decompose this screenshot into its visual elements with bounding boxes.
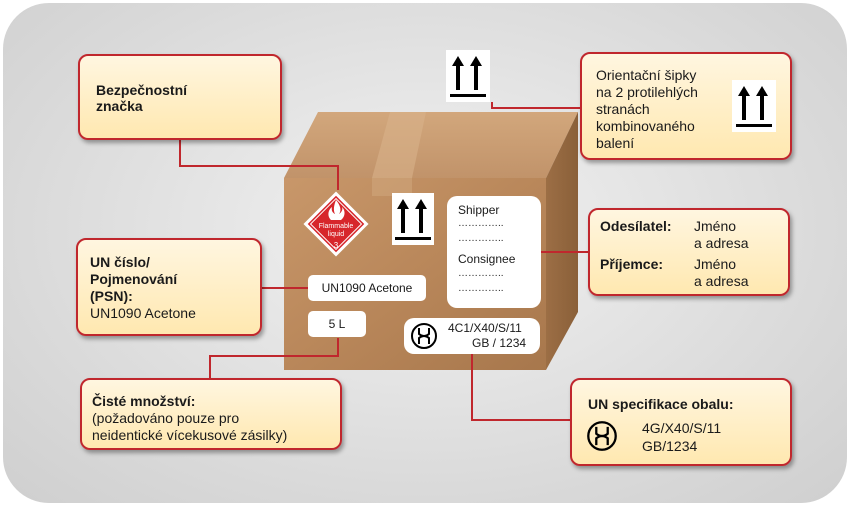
un-spec-line2: GB/1234 — [642, 438, 698, 454]
net-quantity-title: Čisté množství: — [92, 393, 196, 409]
consignee-text: Consignee — [458, 252, 516, 266]
up-arrows-icon — [392, 193, 434, 245]
callout-sender-recipient: Odesílatel: Jméno a adresa Příjemce: Jmé… — [588, 208, 790, 296]
un-title-line3: (PSN): — [90, 288, 133, 304]
shipper-dots-1: ………….. — [458, 218, 504, 229]
flame-icon — [328, 200, 345, 220]
connector-quantity — [209, 338, 339, 378]
recipient-label: Příjemce: — [600, 256, 664, 272]
consignee-dots-2: ………….. — [458, 283, 504, 294]
box-un-label: UN1090 Acetone — [308, 275, 426, 301]
box-top-face — [284, 112, 578, 178]
sender-value-line2: a adresa — [694, 235, 749, 251]
connector-safety — [179, 140, 339, 190]
callout-un-number: UN číslo/ Pojmenování (PSN): UN1090 Acet… — [76, 238, 262, 336]
recipient-value-line1: Jméno — [694, 256, 737, 272]
orientation-line4: kombinovaného — [596, 118, 695, 134]
net-quantity-line1: (požadováno pouze pro — [92, 410, 240, 426]
callout-net-quantity: Čisté množství: (požadováno pouze pro ne… — [80, 378, 342, 450]
up-arrows-icon — [732, 80, 776, 132]
un-title-line2: Pojmenování — [90, 271, 178, 287]
un-packaging-mark-icon — [587, 421, 617, 451]
shipper-text: Shipper — [458, 203, 500, 217]
orientation-line1: Orientační šipky — [596, 67, 697, 83]
sender-label: Odesílatel: — [600, 218, 672, 234]
callout-safety-mark: Bezpečnostní značka — [78, 54, 282, 140]
orientation-line5: balení — [596, 135, 635, 151]
callout-un-spec: UN specifikace obalu: 4G/X40/S/11 GB/123… — [570, 378, 792, 466]
hazard-box-class: 3 — [334, 241, 339, 250]
un-packaging-mark-icon — [411, 323, 437, 349]
consignee-dots-1: ………….. — [458, 268, 504, 279]
safety-title-line2: značka — [96, 98, 143, 114]
un-spec-title: UN specifikace obalu: — [588, 396, 734, 412]
un-value: UN1090 Acetone — [90, 305, 196, 321]
hazard-box-text-2: liquid — [328, 231, 344, 238]
orientation-line2: na 2 protilehlých — [596, 84, 698, 100]
connector-un-spec — [471, 354, 570, 421]
shipper-dots-2: ………….. — [458, 233, 504, 244]
box-tape-front — [372, 178, 412, 196]
safety-title-line1: Bezpečnostní — [96, 82, 188, 98]
recipient-value-line2: a adresa — [694, 273, 749, 289]
connector-orientation — [491, 102, 580, 109]
un-spec-line1: 4G/X40/S/11 — [642, 420, 722, 436]
callout-orientation: Orientační šipky na 2 protilehlých stran… — [580, 52, 792, 160]
box-side-face — [546, 112, 578, 370]
hazard-box-text-1: Flammable — [319, 223, 354, 230]
up-arrows-icon — [446, 50, 490, 102]
net-quantity-line2: neidentické vícekusové zásilky) — [92, 427, 288, 443]
box-quantity-label: 5 L — [308, 311, 366, 337]
orientation-line3: stranách — [596, 101, 650, 117]
box-spec-line1: 4C1/X40/S/11 — [448, 321, 522, 335]
un-title-line1: UN číslo/ — [90, 254, 150, 270]
box-spec-label: 4C1/X40/S/11 GB / 1234 — [404, 318, 540, 354]
connector-lines — [179, 102, 588, 421]
box-tape-top — [372, 112, 426, 178]
box-spec-line2: GB / 1234 — [472, 336, 527, 350]
sender-value-line1: Jméno — [694, 218, 737, 234]
box-address-label: Shipper ………….. ………….. Consignee ………….. …… — [447, 196, 541, 308]
